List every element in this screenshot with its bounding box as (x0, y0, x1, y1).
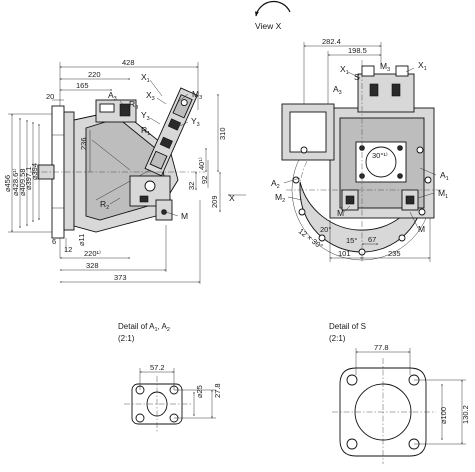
vport-A1: A1 (440, 170, 449, 182)
dim-57: 57.2 (150, 363, 165, 372)
side-view: ⌀456 ⌀428.6¹⁾ ⌀409.58 ⌀397.1 ⌀394 428 22… (3, 58, 246, 284)
dim-6: 6 (52, 237, 56, 246)
dim-220b: 220¹⁾ (84, 249, 101, 258)
dim-15deg: 15° (346, 236, 357, 245)
dim-30deg: 30°¹⁾ (372, 151, 388, 160)
dim-40: 40¹⁾ (197, 157, 206, 170)
port-X3: X3 (146, 90, 155, 102)
axis-x-label: X (229, 193, 235, 203)
dim-d409: ⌀409.58 (18, 169, 27, 196)
dim-77: 77.8 (374, 343, 389, 352)
vport-M1: M1 (438, 188, 448, 200)
dim-20deg: 20° (320, 225, 331, 234)
dim-d25: ⌀25 (195, 385, 204, 398)
dim-27: 27.8 (213, 383, 222, 398)
dim-12: 12 (64, 245, 72, 254)
view-x-label: View X (255, 21, 282, 31)
vport-X1-left: X1 (340, 64, 349, 76)
vport-M-right: M (418, 224, 425, 234)
dim-130: 130.2 (461, 405, 470, 424)
port-A3: A3 (108, 90, 117, 102)
vport-S: S (354, 72, 360, 82)
detail-a-scale: (2:1) (118, 334, 135, 343)
detail-a: Detail of A1, A2 (2:1) 57.2 ⌀25 27.8 (118, 322, 222, 432)
detail-s-title: Detail of S (329, 322, 366, 331)
port-Y3-right: Y3 (191, 116, 200, 128)
port-R1: R1 (141, 125, 150, 137)
detail-s: Detail of S (2:1) 77.8 ⌀100 130.2 (329, 322, 470, 464)
vport-A2: A2 (271, 178, 280, 190)
dim-d11: ⌀11 (77, 234, 86, 246)
port-R2: R2 (100, 199, 109, 211)
vport-X1-right: X1 (418, 60, 427, 72)
dim-92: 92 (200, 176, 209, 184)
dim-236: 236 (79, 137, 88, 150)
dim-373: 373 (114, 273, 127, 282)
dim-198: 198.5 (348, 46, 367, 55)
dim-d394: ⌀394 (30, 163, 39, 180)
dim-165: 165 (76, 81, 89, 90)
top-valve-stack (357, 73, 415, 113)
view-x: View X (254, 0, 449, 262)
dim-101: 101 (338, 249, 351, 258)
dim-d100: ⌀100 (439, 407, 448, 424)
detail-s-scale: (2:1) (329, 334, 346, 343)
dim-d456: ⌀456 (3, 175, 12, 192)
dim-282: 282.4 (322, 37, 341, 46)
dim-20: 20 (46, 92, 54, 101)
port-R3: R3 (129, 99, 138, 111)
dim-220: 220 (88, 70, 101, 79)
port-M: M (181, 211, 188, 221)
port-X1: X1 (141, 72, 150, 84)
port-Y3-left: Y3 (141, 110, 150, 122)
dim-d397: ⌀397.1 (24, 167, 33, 190)
dim-235: 235 (388, 249, 401, 258)
dim-428: 428 (122, 58, 135, 67)
dim-32: 32 (187, 182, 196, 190)
dim-67: 67 (368, 235, 376, 244)
diameter-stack: ⌀456 ⌀428.6¹⁾ ⌀409.58 ⌀397.1 ⌀394 (3, 113, 52, 233)
port-M3: M3 (192, 89, 202, 101)
vport-M-left: M (337, 208, 344, 218)
vport-M3: M3 (380, 61, 390, 73)
detail-a-title: Detail of A1, A2 (118, 322, 170, 333)
dim-310: 310 (218, 127, 227, 140)
vport-A3: A3 (333, 84, 342, 96)
dim-328: 328 (86, 261, 99, 270)
dim-d428: ⌀428.6¹⁾ (11, 168, 20, 196)
vport-M2: M2 (275, 192, 285, 204)
dim-209: 209 (210, 195, 219, 208)
